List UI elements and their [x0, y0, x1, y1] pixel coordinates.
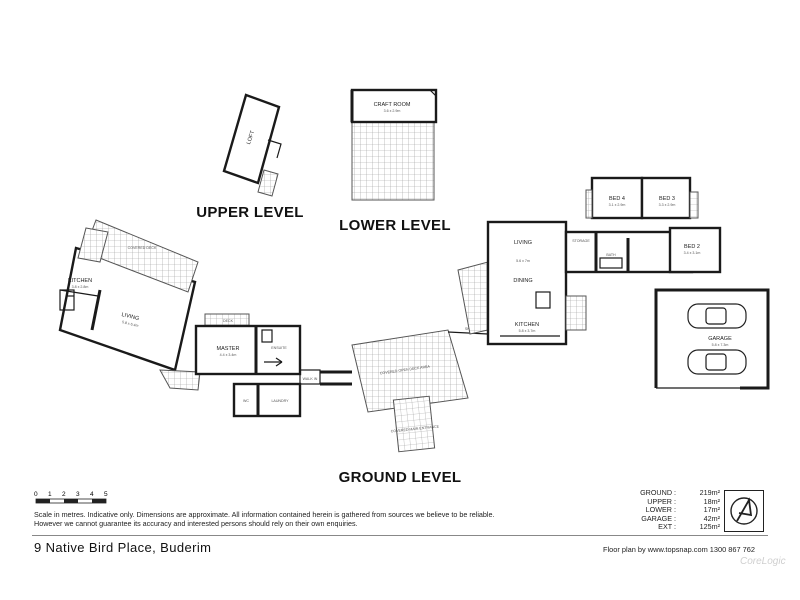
- scale-tick-1: 1: [48, 491, 52, 498]
- wc-label: WC: [243, 399, 249, 403]
- area-row-ext: EXT :125m²: [658, 522, 720, 532]
- svg-text:5.6 x 7m: 5.6 x 7m: [516, 259, 530, 263]
- lower-level-title: LOWER LEVEL: [339, 217, 451, 234]
- walk-in-label: WALK IN: [303, 377, 318, 381]
- kitchen-right-label: KITCHEN: [515, 322, 539, 328]
- deck-label: DECK: [223, 319, 234, 323]
- garage-label: GARAGE: [708, 336, 732, 342]
- svg-text:3.3 x 2.9m: 3.3 x 2.9m: [659, 203, 676, 207]
- living-left-label: LIVING: [121, 312, 140, 322]
- dining-label: DINING: [513, 278, 532, 284]
- bed3-label: BED 3: [659, 196, 675, 202]
- north-compass-icon: [724, 490, 764, 532]
- svg-text:3.4 x 3.1m: 3.4 x 3.1m: [684, 251, 701, 255]
- scale-tick-4: 4: [90, 491, 94, 498]
- ensuite-label: ENSUITE: [271, 346, 287, 350]
- svg-text:3.1 x 2.9m: 3.1 x 2.9m: [609, 203, 626, 207]
- car-top: [687, 303, 747, 329]
- scale-tick-5: 5: [104, 491, 108, 498]
- property-address: 9 Native Bird Place, Buderim: [34, 540, 212, 555]
- area-row-lower: LOWER :17m²: [645, 505, 720, 515]
- master-label: MASTER: [217, 346, 240, 352]
- footer-divider: [32, 535, 768, 536]
- scale-tick-2: 2: [62, 491, 66, 498]
- scale-tick-3: 3: [76, 491, 80, 498]
- svg-text:5.8 x 7.3m: 5.8 x 7.3m: [712, 343, 729, 347]
- covered-open-deck-label: COVERED OPEN DECK AREA: [380, 364, 431, 375]
- lower-level-plan: CRAFT ROOM 3.6 x 2.9m: [350, 88, 438, 201]
- living-right-label: LIVING: [514, 240, 532, 246]
- covered-entrance-label: COVERED MAIN ENTRANCE: [391, 424, 440, 433]
- disclaimer-text: Scale in metres. Indicative only. Dimens…: [34, 510, 495, 528]
- car-bottom: [687, 349, 747, 375]
- area-summary: GROUND :219m² UPPER :18m² LOWER :17m² GA…: [628, 488, 720, 532]
- bath-label: BATH: [606, 253, 616, 257]
- svg-text:5.8 x 3.7m: 5.8 x 3.7m: [519, 329, 536, 333]
- laundry-label: LAUNDRY: [271, 399, 289, 403]
- floor-plan-credit: Floor plan by www.topsnap.com 1300 867 7…: [603, 545, 756, 554]
- ground-level-plan: KITCHEN 3.8 x 2.8m LIVING 5.8 x 6.4m COV…: [58, 176, 770, 453]
- upper-level-plan: LOFT: [222, 93, 282, 197]
- bed2-label: BED 2: [684, 244, 700, 250]
- area-row-upper: UPPER :18m²: [647, 496, 720, 506]
- kitchen-left-label: KITCHEN: [68, 278, 92, 284]
- scale-tick-0: 0: [34, 491, 38, 498]
- loft-label: LOFT: [246, 129, 256, 145]
- watermark-logo: CoreLogic: [740, 556, 786, 567]
- svg-text:5.8 x 6.4m: 5.8 x 6.4m: [122, 320, 139, 328]
- storage-label: STORAGE: [572, 239, 590, 243]
- covered-deck-label: COVERED DECK: [128, 246, 157, 250]
- area-row-ground: GROUND :219m²: [640, 488, 720, 497]
- svg-text:3.6 x 2.9m: 3.6 x 2.9m: [384, 109, 401, 113]
- bed4-label: BED 4: [609, 196, 625, 202]
- craft-room-label: CRAFT ROOM: [374, 102, 411, 108]
- svg-text:4.4 x 3.4m: 4.4 x 3.4m: [220, 353, 237, 357]
- upper-level-title: UPPER LEVEL: [196, 204, 304, 221]
- scale-bar: 0 1 2 3 4 5: [34, 491, 108, 504]
- ground-level-title: GROUND LEVEL: [339, 469, 462, 486]
- area-row-garage: GARAGE :42m²: [641, 513, 720, 523]
- svg-text:3.8 x 2.8m: 3.8 x 2.8m: [72, 285, 89, 289]
